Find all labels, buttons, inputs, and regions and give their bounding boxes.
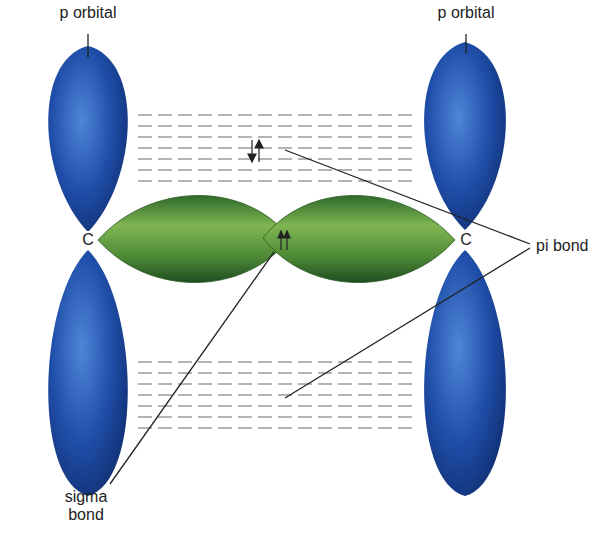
sigma-bond-lobes [98,195,455,282]
bond-label: sigma bond [56,488,116,525]
bond-label: pi bond [536,237,589,255]
atom-symbol: C [458,231,474,249]
atom-symbol: C [80,231,96,249]
electron-arrows [248,140,290,250]
orbital-label: p orbital [438,4,495,22]
p-orbital-lobes [48,42,506,496]
orbital-label: p orbital [60,4,117,22]
leader-lines [88,34,530,484]
